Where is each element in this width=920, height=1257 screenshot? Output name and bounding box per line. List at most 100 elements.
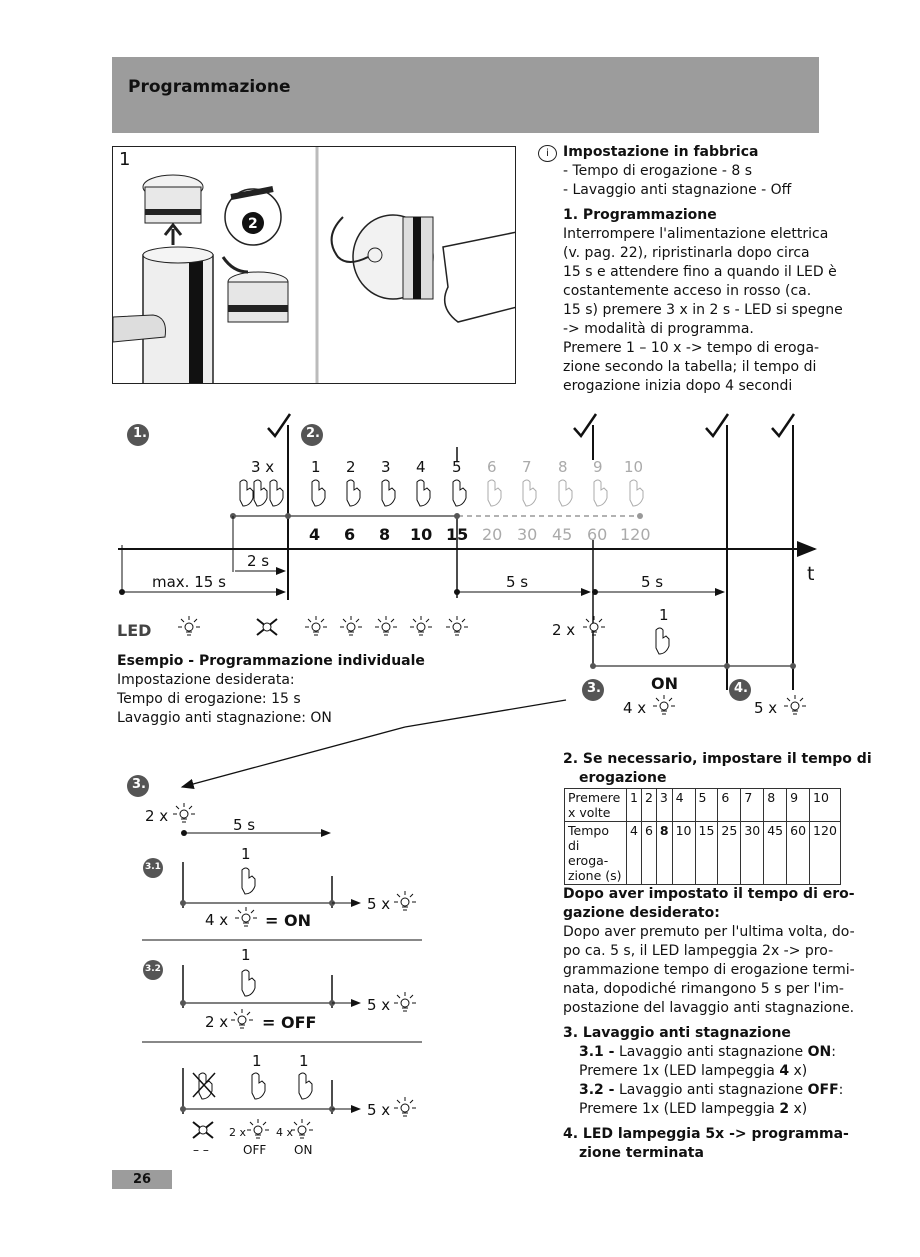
time-value: 8 [379, 525, 391, 544]
table-cell: 3 [655, 788, 673, 822]
diagram3-5x: 5 x [367, 895, 391, 913]
prog1-line: Interrompere l'alimentazione elettrica [563, 226, 829, 242]
press-number: 6 [487, 458, 497, 476]
section4-line: 4. LED lampeggia 5x -> programma- [563, 1126, 849, 1142]
diagram3-eq-on: = ON [265, 911, 311, 930]
table-cell: 8 [655, 821, 673, 885]
timeline-step-4: 4. [734, 681, 748, 696]
table-cell: 8 [763, 788, 788, 822]
timeline-step-3: 3. [587, 681, 601, 696]
example-title: Esempio - Programmazione individuale [117, 653, 425, 669]
prog1-title: 1. Programmazione [563, 207, 717, 223]
diagram3-one: 1 [252, 1052, 262, 1070]
example-line: Tempo di erogazione: 15 s [117, 691, 301, 707]
section3-2-line2: Premere 1x (LED lampeggia 2 x) [579, 1100, 807, 1119]
after-title: gazione desiderato: [563, 905, 720, 921]
section3-1-line2: Premere 1x (LED lampeggia 4 x) [579, 1062, 807, 1081]
press-number: 8 [558, 458, 568, 476]
diagram3-off: OFF [243, 1143, 267, 1157]
time-value: 45 [552, 525, 573, 544]
s32-text: Lavaggio anti stagnazione [614, 1082, 808, 1098]
table-cell: 2 [640, 788, 657, 822]
s32-colon: : [838, 1082, 844, 1098]
diagram3-4x: 4 x [205, 911, 229, 929]
blink-4x: 4 x [623, 699, 647, 717]
press-number: 9 [593, 458, 603, 476]
press-number: 4 [416, 458, 426, 476]
on-label: ON [651, 674, 678, 693]
s31-n: 4 [779, 1063, 790, 1079]
step-badge-2: 2 [248, 216, 258, 232]
prog1-line: erogazione inizia dopo 4 secondi [563, 378, 793, 394]
header-bar: Programmazione [112, 57, 819, 133]
press-number: 2 [346, 458, 356, 476]
s31-line2a: Premere 1x (LED lampeggia [579, 1063, 780, 1079]
time-value: 60 [587, 525, 608, 544]
time-value: 15 [446, 525, 469, 544]
diagram3-step: 3. [132, 777, 146, 792]
prog1-line: (v. pag. 22), ripristinarla dopo circa [563, 245, 810, 261]
timeline-step-1: 1. [133, 426, 147, 441]
s32-n: 2 [779, 1101, 790, 1117]
diagram3-eq-off: = OFF [262, 1013, 317, 1032]
after-line: nata, dopodiché rimangono 5 s per l'im- [563, 981, 844, 997]
prog1-line: zione secondo la tabella; il tempo di [563, 359, 817, 375]
after-line: po ca. 5 s, il LED lampeggia 2x -> pro- [563, 943, 834, 959]
table-cell: 6 [640, 821, 657, 885]
table-cell: 60 [786, 821, 811, 885]
time-axis-label: t [807, 563, 815, 585]
figure-number: 1 [119, 149, 131, 170]
info-circle-icon: i [538, 145, 557, 162]
table-cell: 10 [809, 788, 841, 822]
table-label-line: Premere [568, 790, 621, 805]
led-label: LED [117, 621, 152, 640]
diagram3-one: 1 [241, 946, 251, 964]
table-cell: 1 [626, 788, 642, 822]
table-cell: 4 [626, 821, 642, 885]
diagram3-2x: 2 x [205, 1013, 229, 1031]
s31-colon: : [831, 1044, 836, 1060]
section3-2-line: 3.2 - Lavaggio anti stagnazione OFF: [579, 1081, 843, 1100]
section2-title: erogazione [579, 770, 667, 786]
s31-on: ON [807, 1044, 832, 1060]
table-label-line: Tempo [568, 823, 609, 838]
prog1-line: 15 s e attendere fino a quando il LED è [563, 264, 837, 280]
table-label-line: x volte [568, 805, 611, 820]
after-line: Dopo aver premuto per l'ultima volta, do… [563, 924, 855, 940]
table-cell: 45 [763, 821, 788, 885]
diagram3-one: 1 [241, 845, 251, 863]
prog1-line: Premere 1 – 10 x -> tempo di eroga- [563, 340, 820, 356]
table-cell: 120 [809, 821, 841, 885]
diagram3-sub2: 3.2 [145, 964, 161, 974]
interval-5s: 5 s [506, 573, 529, 591]
after-title: Dopo aver impostato il tempo di ero- [563, 886, 855, 902]
table-cell: 30 [740, 821, 765, 885]
table-label-line: zione (s) [568, 868, 622, 883]
diagram3-bottom-2x: 2 x [229, 1126, 247, 1139]
section4-line: zione terminata [579, 1145, 704, 1161]
time-value: 6 [344, 525, 356, 544]
table-cell: 5 [694, 788, 719, 822]
press-number: 3 [381, 458, 391, 476]
programming-timeline [118, 412, 817, 728]
example-line: Impostazione desiderata: [117, 672, 295, 688]
page-title: Programmazione [128, 77, 291, 97]
diagram3-5x: 5 x [367, 1101, 391, 1119]
factory-line: - Tempo di erogazione - 8 s [563, 163, 753, 179]
table-label-line: di eroga- [568, 838, 609, 868]
installation-illustration: 2 1 [112, 146, 516, 384]
press-number: 7 [522, 458, 532, 476]
diagram3-5x: 5 x [367, 996, 391, 1014]
blink-2x: 2 x [552, 621, 576, 639]
diagram3-on: ON [294, 1143, 313, 1157]
time-value: 4 [309, 525, 321, 544]
s32-line2b: x) [789, 1101, 808, 1117]
press-number: 5 [452, 458, 462, 476]
anti-stagnation-diagram [127, 726, 422, 1139]
interval-5s: 5 s [641, 573, 664, 591]
s32-line2a: Premere 1x (LED lampeggia [579, 1101, 780, 1117]
table-cell: 9 [786, 788, 811, 822]
